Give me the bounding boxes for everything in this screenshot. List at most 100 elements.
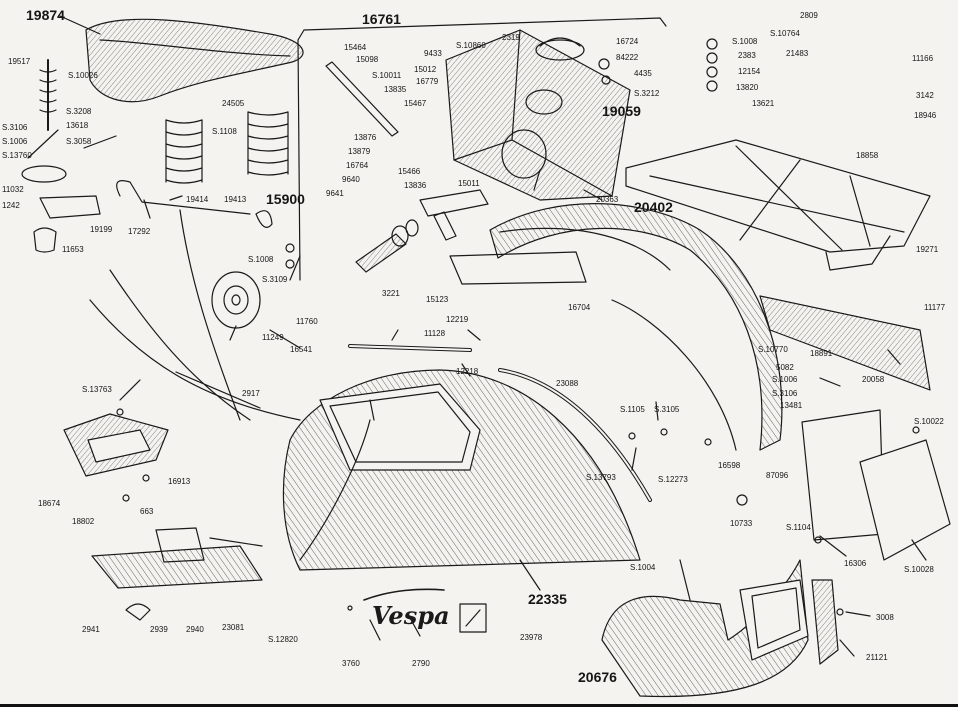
- label: S.3106: [2, 123, 28, 132]
- label: S.10028: [904, 565, 934, 574]
- label: 15900: [266, 191, 305, 207]
- label: S.10764: [770, 29, 800, 38]
- label: 23088: [556, 379, 579, 388]
- label: 11177: [924, 303, 946, 312]
- label: 19517: [8, 57, 31, 66]
- label: S.3105: [654, 405, 680, 414]
- label: 15012: [414, 65, 437, 74]
- label: 19413: [224, 195, 247, 204]
- vespa-logo: Vespa: [372, 601, 450, 630]
- label: 17292: [128, 227, 151, 236]
- label: 19271: [916, 245, 939, 254]
- label: S.1108: [212, 127, 237, 136]
- label: S.10860: [456, 41, 486, 50]
- label: 2941: [82, 625, 100, 634]
- label: 23081: [222, 623, 245, 632]
- label: S.13763: [82, 385, 112, 394]
- label: S.13760: [2, 151, 32, 160]
- label: 16541: [290, 345, 313, 354]
- label: 20676: [578, 669, 617, 685]
- label: S.3212: [634, 89, 660, 98]
- label: 13618: [66, 121, 89, 130]
- label: 13820: [736, 83, 759, 92]
- label: S.1006: [772, 375, 798, 384]
- label: 13879: [348, 147, 371, 156]
- label: 11249: [262, 333, 284, 342]
- label: 20363: [596, 195, 619, 204]
- label: 3142: [916, 91, 934, 100]
- label: S.3058: [66, 137, 92, 146]
- label: 15123: [426, 295, 449, 304]
- label: S.12820: [268, 635, 298, 644]
- saddle-spring-left: [165, 119, 203, 184]
- label: S.3106: [772, 389, 798, 398]
- label: 18674: [38, 499, 61, 508]
- label: 2790: [412, 659, 430, 668]
- label: 9641: [326, 189, 344, 198]
- label: 24505: [222, 99, 245, 108]
- rear-fender: [489, 203, 783, 451]
- label: 2939: [150, 625, 168, 634]
- label: 11032: [2, 185, 24, 194]
- label: 3760: [342, 659, 360, 668]
- label: 2917: [242, 389, 260, 398]
- label: 15467: [404, 99, 427, 108]
- label: 20058: [862, 375, 885, 384]
- label: S.1006: [2, 137, 28, 146]
- label: 84222: [616, 53, 639, 62]
- label: S.1105: [620, 405, 645, 414]
- label: 11653: [62, 245, 84, 254]
- label: 5082: [776, 363, 794, 372]
- label: S.3109: [262, 275, 288, 284]
- label: 11166: [912, 54, 934, 63]
- label: 12218: [456, 367, 479, 376]
- label: S.3208: [66, 107, 92, 116]
- label: 12219: [446, 315, 469, 324]
- label: 10733: [730, 519, 753, 528]
- label: 16704: [568, 303, 591, 312]
- label: 2383: [738, 51, 756, 60]
- luggage-rack: [625, 139, 931, 271]
- label: 87096: [766, 471, 789, 480]
- horn: [211, 271, 261, 329]
- label: S.1008: [732, 37, 758, 46]
- label: 9433: [424, 49, 442, 58]
- bracket-16761: [297, 17, 667, 41]
- label: 13836: [404, 181, 427, 190]
- label: 16306: [844, 559, 867, 568]
- label: 11760: [296, 317, 318, 326]
- label: 13481: [780, 401, 803, 410]
- label: 3008: [876, 613, 894, 622]
- label: 15464: [344, 43, 367, 52]
- label: 13621: [752, 99, 775, 108]
- label: S.1004: [630, 563, 656, 572]
- label: 2940: [186, 625, 204, 634]
- label: 2809: [800, 11, 818, 20]
- label: 19059: [602, 103, 641, 119]
- label: 18802: [72, 517, 95, 526]
- saddle-spring-right: [247, 111, 289, 176]
- label: 16724: [616, 37, 639, 46]
- label: 20402: [634, 199, 673, 215]
- label: 1242: [2, 201, 20, 210]
- label: S.10770: [758, 345, 788, 354]
- label: 19414: [186, 195, 209, 204]
- label: 19199: [90, 225, 113, 234]
- label: 19874: [26, 7, 65, 23]
- label: 16779: [416, 77, 439, 86]
- label: 663: [140, 507, 154, 516]
- label: 13835: [384, 85, 407, 94]
- saddle: [85, 18, 304, 103]
- label: 16913: [168, 477, 191, 486]
- label: S.1008: [248, 255, 274, 264]
- label: 11128: [424, 329, 446, 338]
- label: 16764: [346, 161, 369, 170]
- label: 15098: [356, 55, 379, 64]
- label: 15011: [458, 179, 480, 188]
- label: S.13793: [586, 473, 616, 482]
- label: S.10026: [68, 71, 98, 80]
- label: S.10022: [914, 417, 944, 426]
- label: 21483: [786, 49, 809, 58]
